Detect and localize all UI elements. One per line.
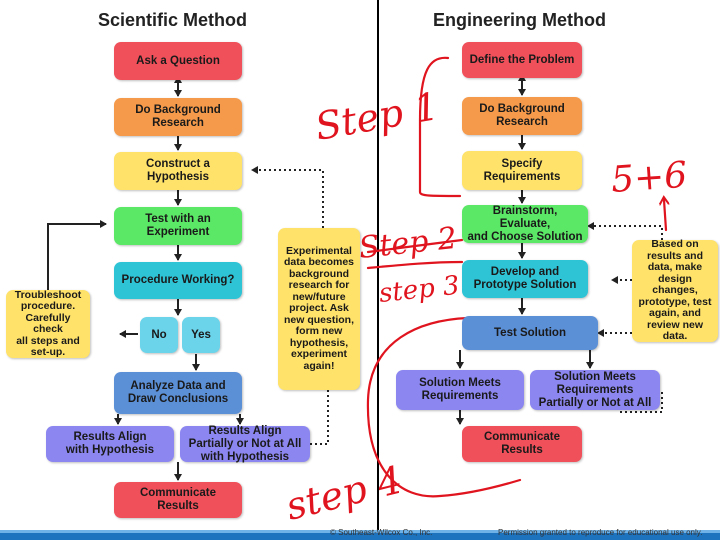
step1-bracket [418,56,462,198]
step2-underline [366,238,464,254]
footer-bar-light [0,530,720,533]
engineering-method-title: Engineering Method [433,10,606,30]
experimental-data-note: Experimental data becomes background res… [278,228,360,390]
right-dotted-loop [587,222,663,413]
ask-question-box: Ask a Question [114,42,242,80]
step56-label: 5+6 [610,155,689,201]
step4-label: step 4 [282,458,407,529]
left-dotted-loop [251,166,329,445]
solution-partial-box: Solution Meets Requirements Partially or… [530,370,660,410]
left-background-box: Do Background Research [114,98,242,136]
solution-meets-box: Solution Meets Requirements [396,370,524,410]
specify-requirements-box: Specify Requirements [462,151,582,190]
step2-label: Step 2 [357,221,458,266]
hypothesis-box: Construct a Hypothesis [114,152,242,190]
brainstorm-box: Brainstorm, Evaluate, and Choose Solutio… [462,205,588,243]
test-solution-box: Test Solution [462,316,598,350]
procedure-box: Procedure Working? [114,262,242,299]
step3-bracket [366,260,464,270]
no-box: No [140,317,178,353]
left-communicate-box: Communicate Results [114,482,242,518]
footer-bar [0,530,720,540]
right-arrows [456,74,594,425]
results-partial-box: Results Align Partially or Not at All wi… [180,425,310,463]
experiment-box: Test with an Experiment [114,207,242,245]
step1-label: Step 1 [312,84,442,149]
based-on-results-note: Based on results and data, make design c… [632,239,718,342]
develop-prototype-box: Develop and Prototype Solution [462,260,588,298]
define-problem-box: Define the Problem [462,42,582,78]
troubleshoot-box: Troubleshoot procedure. Carefully check … [6,289,90,358]
footer-copyright: © Southeast-Wilcox Co., Inc. [330,528,433,537]
handwriting-strokes [366,56,666,498]
footer-permission: Permission granted to reproduce for educ… [498,528,703,537]
step4-bracket [366,316,522,498]
right-communicate-box: Communicate Results [462,426,582,462]
left-arrows [47,76,244,481]
right-background-box: Do Background Research [462,97,582,135]
yes-box: Yes [182,317,220,353]
scientific-method-title: Scientific Method [98,10,248,30]
results-align-box: Results Align with Hypothesis [46,426,174,462]
step56-arrow [664,200,666,232]
analyze-box: Analyze Data and Draw Conclusions [114,372,242,414]
step3-label: step 3 [378,271,461,309]
